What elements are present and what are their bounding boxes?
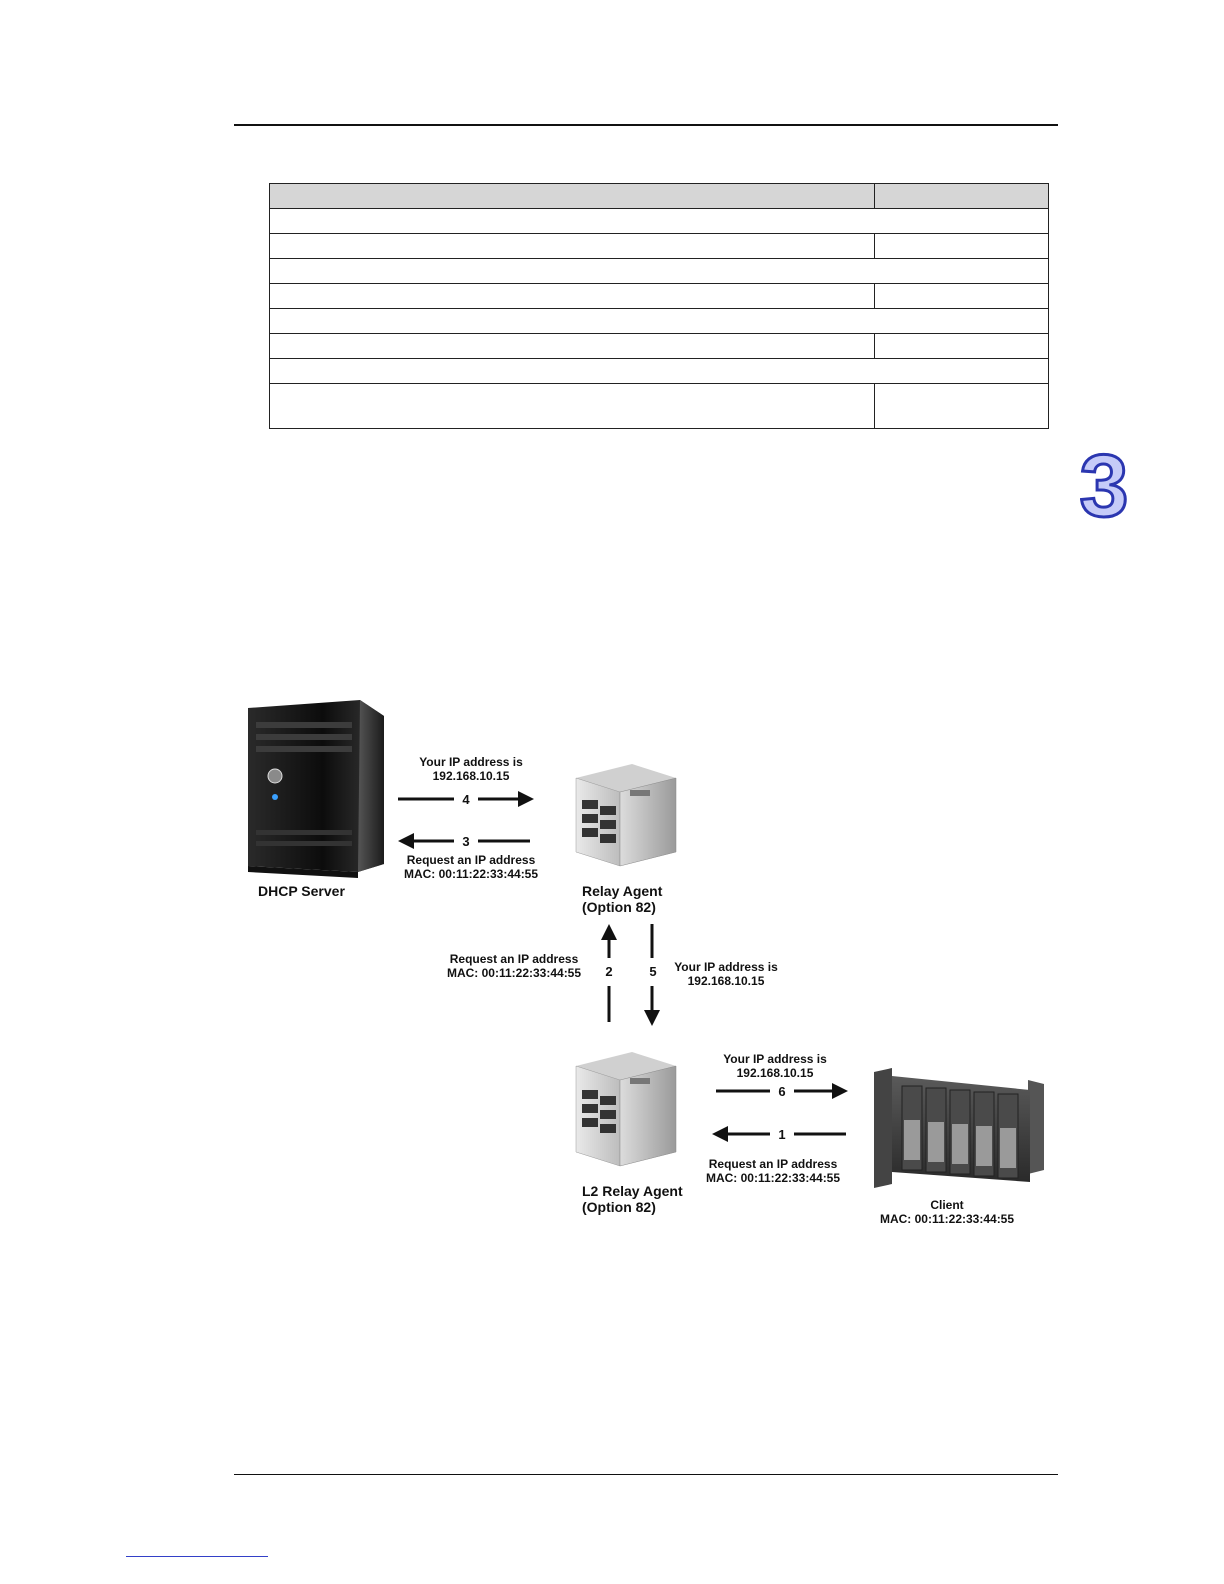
step-1-text-line2: MAC: 00:11:22:33:44:55 (706, 1171, 840, 1185)
table-cell (269, 258, 1049, 284)
table-cell (269, 208, 1049, 234)
step-1-arrow: 1 Request an IP address MAC: 00:11:22:33… (706, 1126, 846, 1185)
step-2-text-line1: Request an IP address (450, 952, 579, 966)
footer-link-underline[interactable] (126, 1556, 268, 1557)
step-4-number: 4 (462, 792, 470, 807)
l2-relay-agent-label: L2 Relay Agent (582, 1183, 683, 1199)
table-header-cell (874, 183, 1049, 209)
table-row (269, 358, 1049, 384)
step-6-arrow: Your IP address is 192.168.10.15 6 (716, 1052, 848, 1099)
table-cell (874, 333, 1049, 359)
step-4-arrow: Your IP address is 192.168.10.15 4 (398, 755, 534, 807)
table-row (269, 308, 1049, 334)
table-cell (269, 383, 875, 429)
relay-agent-label: Relay Agent (582, 883, 663, 899)
relay-agent-option-label: (Option 82) (582, 899, 656, 915)
step-3-number: 3 (462, 834, 469, 849)
table-cell (269, 308, 1049, 334)
table-cell (269, 333, 875, 359)
step-2-text-line2: MAC: 00:11:22:33:44:55 (447, 966, 581, 980)
chapter-number-badge: 3 (1080, 444, 1128, 524)
step-5-number: 5 (649, 964, 656, 979)
step-5-text-line2: 192.168.10.15 (688, 974, 765, 988)
client-plc-rack-icon (874, 1068, 1044, 1188)
relay-agent-switch-icon (575, 764, 677, 867)
footer-rule (234, 1474, 1058, 1475)
parameter-table (269, 183, 1049, 429)
server-tower-icon (248, 700, 384, 878)
table-header-row (269, 183, 1049, 209)
step-1-text-line1: Request an IP address (709, 1157, 838, 1171)
table-cell (269, 283, 875, 309)
l2-relay-agent-switch-icon (575, 1052, 677, 1167)
table-row (269, 233, 1049, 259)
table-header-cell (269, 183, 875, 209)
client-label: Client (930, 1198, 963, 1212)
table-row (269, 208, 1049, 234)
step-6-number: 6 (778, 1084, 785, 1099)
chapter-number: 3 (1080, 444, 1128, 524)
l2-relay-agent-option-label: (Option 82) (582, 1199, 656, 1215)
header-rule (234, 124, 1058, 126)
step-4-text-line2: 192.168.10.15 (433, 769, 510, 783)
step-3-text-line2: MAC: 00:11:22:33:44:55 (404, 867, 538, 881)
table-cell (874, 233, 1049, 259)
table-row (269, 258, 1049, 284)
table-cell (874, 283, 1049, 309)
client-mac-label: MAC: 00:11:22:33:44:55 (880, 1212, 1014, 1226)
table-cell (874, 383, 1049, 429)
table-cell (269, 358, 1049, 384)
step-2-number: 2 (605, 964, 612, 979)
step-6-text-line2: 192.168.10.15 (737, 1066, 814, 1080)
dhcp-server-label: DHCP Server (258, 883, 345, 899)
table-row (269, 333, 1049, 359)
step-2-arrow: Request an IP address MAC: 00:11:22:33:4… (447, 924, 617, 1022)
step-4-text-line1: Your IP address is (419, 755, 523, 769)
table-cell (269, 233, 875, 259)
step-6-text-line1: Your IP address is (723, 1052, 827, 1066)
step-5-text-line1: Your IP address is (674, 960, 778, 974)
step-3-text-line1: Request an IP address (407, 853, 536, 867)
step-5-arrow: 5 Your IP address is 192.168.10.15 (644, 924, 778, 1026)
step-1-number: 1 (778, 1127, 785, 1142)
table-row (269, 383, 1049, 429)
table-row (269, 283, 1049, 309)
step-3-arrow: 3 Request an IP address MAC: 00:11:22:33… (398, 833, 538, 881)
